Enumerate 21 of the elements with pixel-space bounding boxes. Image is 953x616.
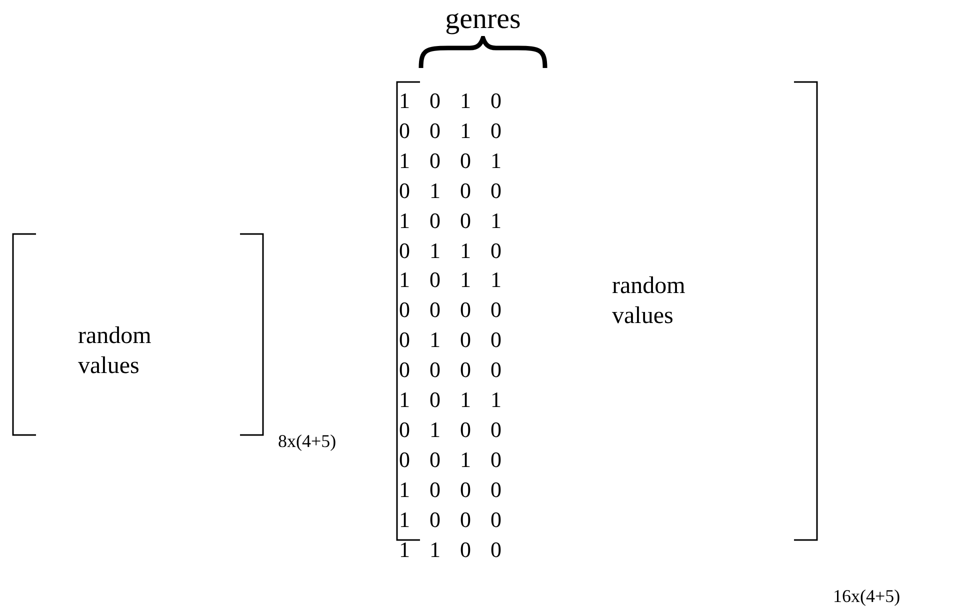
matrix-row: 0 1 1 0 xyxy=(399,238,502,262)
matrix-row: 0 1 0 0 xyxy=(399,328,502,352)
dimension-label: 8x(4+5) xyxy=(278,431,336,452)
matrix-row: 1 0 0 0 xyxy=(399,478,502,502)
matrix-row: 0 0 1 0 xyxy=(399,118,502,143)
matrix-row: 1 0 0 0 xyxy=(399,508,502,532)
matrix-row: 0 0 0 0 xyxy=(399,298,502,322)
matrix-row: 1 0 0 1 xyxy=(399,148,502,173)
matrix-row: 1 0 0 1 xyxy=(399,208,502,233)
matrix-row: 0 0 1 0 xyxy=(399,448,502,472)
matrix-row: 1 0 1 0 xyxy=(399,89,502,113)
dimension-label: 16x(4+5) xyxy=(833,586,900,607)
matrix-row: 0 1 0 0 xyxy=(399,418,502,442)
matrix-text: random values xyxy=(78,322,152,381)
matrix-row: 1 0 1 1 xyxy=(399,388,502,412)
matrix-row: 1 0 1 1 xyxy=(399,268,502,292)
matrix-row: 0 0 0 0 xyxy=(399,358,502,382)
matrix-text: random values xyxy=(612,272,686,331)
matrix-row: 1 1 0 0 xyxy=(399,538,502,562)
matrix-row: 0 1 0 0 xyxy=(399,178,502,203)
brace-label: genres xyxy=(444,3,522,36)
